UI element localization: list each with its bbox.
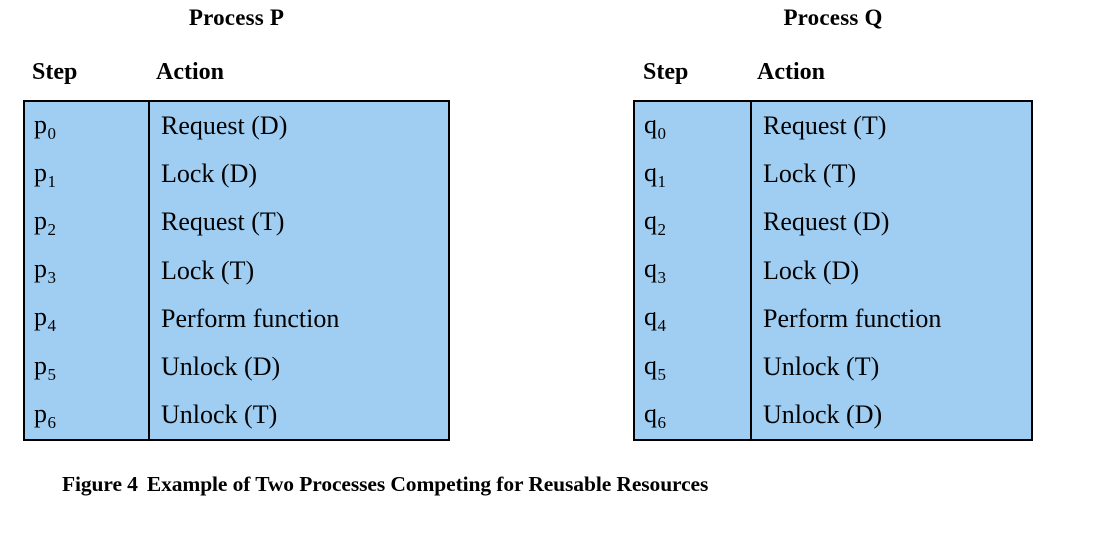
process-q-table-body: q0 Request (T) q1 Lock (T) q2 Request (D… [634, 101, 1032, 441]
step-base: p [34, 109, 47, 139]
step-base: q [644, 302, 657, 332]
step-base: p [34, 157, 47, 187]
process-p-table-body: p0 Request (D) p1 Lock (D) p2 Request (T… [24, 101, 449, 441]
step-subscript: 5 [47, 364, 57, 384]
figure-caption-label: Figure 4 [62, 472, 138, 496]
step-cell: q4 [634, 294, 752, 343]
column-header-action: Action [757, 59, 825, 85]
table-row: p6 Unlock (T) [24, 391, 449, 441]
step-base: p [34, 302, 47, 332]
action-cell: Unlock (T) [161, 400, 278, 430]
step-cell: p5 [24, 342, 150, 392]
step-base: q [644, 205, 657, 235]
step-base: p [34, 350, 47, 380]
step-cell: p4 [24, 294, 150, 343]
step-base: p [34, 205, 47, 235]
step-subscript: 2 [657, 219, 667, 239]
process-q-title: Process Q [783, 5, 883, 30]
table-row: q1 Lock (T) [634, 150, 1032, 199]
action-cell: Request (D) [763, 207, 890, 237]
step-base: q [644, 157, 657, 187]
action-cell: Lock (T) [161, 255, 255, 285]
column-header-step: Step [643, 59, 689, 85]
table-row: p2 Request (T) [24, 198, 449, 247]
step-cell: q3 [634, 246, 752, 295]
action-cell: Unlock (D) [763, 400, 883, 430]
table-row: q0 Request (T) [634, 101, 1032, 151]
step-subscript: 3 [657, 268, 667, 288]
process-p-column-headers: Step Action [23, 57, 450, 93]
table-row: q4 Perform function [634, 294, 1032, 343]
table-row: q6 Unlock (D) [634, 391, 1032, 441]
step-subscript: 6 [47, 412, 57, 432]
action-cell: Lock (D) [161, 159, 258, 189]
step-cell: p6 [24, 391, 150, 441]
step-subscript: 0 [47, 123, 57, 143]
step-cell: q5 [634, 342, 752, 392]
step-subscript: 1 [657, 171, 667, 191]
step-cell: p0 [24, 101, 150, 151]
step-subscript: 3 [47, 268, 57, 288]
step-base: q [644, 254, 657, 284]
step-base: q [644, 109, 657, 139]
action-cell: Perform function [161, 303, 340, 333]
step-subscript: 6 [657, 412, 667, 432]
step-subscript: 0 [657, 123, 667, 143]
step-subscript: 1 [47, 171, 57, 191]
step-base: p [34, 254, 47, 284]
table-row: q5 Unlock (T) [634, 342, 1032, 392]
table-row: q2 Request (D) [634, 198, 1032, 247]
process-q-table: q0 Request (T) q1 Lock (T) q2 Request (D… [633, 100, 1033, 442]
table-row: p4 Perform function [24, 294, 449, 343]
action-cell: Request (D) [161, 111, 288, 141]
action-cell: Unlock (T) [763, 352, 880, 382]
step-subscript: 5 [657, 364, 667, 384]
table-row: p0 Request (D) [24, 101, 449, 151]
step-subscript: 4 [47, 316, 57, 336]
process-q-column-headers: Step Action [633, 57, 1033, 93]
process-p-title: Process P [188, 5, 285, 30]
step-base: q [644, 350, 657, 380]
table-row: q3 Lock (D) [634, 246, 1032, 295]
table-row: p1 Lock (D) [24, 150, 449, 199]
action-cell: Request (T) [763, 111, 887, 141]
step-cell: p3 [24, 246, 150, 295]
step-subscript: 2 [47, 219, 57, 239]
step-subscript: 4 [657, 316, 667, 336]
column-header-action: Action [156, 59, 224, 85]
action-cell: Lock (D) [763, 255, 860, 285]
action-cell: Perform function [763, 303, 942, 333]
step-cell: q2 [634, 198, 752, 247]
table-row: p3 Lock (T) [24, 246, 449, 295]
column-header-step: Step [32, 59, 78, 85]
step-cell: p1 [24, 150, 150, 199]
step-base: q [644, 398, 657, 428]
figure-caption-text: Example of Two Processes Competing for R… [146, 472, 709, 496]
step-cell: q1 [634, 150, 752, 199]
process-p-table: p0 Request (D) p1 Lock (D) p2 Request (T… [23, 100, 450, 442]
action-cell: Request (T) [161, 207, 285, 237]
step-cell: p2 [24, 198, 150, 247]
figure-caption: Figure 4 Example of Two Processes Competi… [62, 470, 1042, 498]
action-cell: Lock (T) [763, 159, 857, 189]
step-cell: q0 [634, 101, 752, 151]
step-base: p [34, 398, 47, 428]
action-cell: Unlock (D) [161, 352, 281, 382]
step-cell: q6 [634, 391, 752, 441]
table-row: p5 Unlock (D) [24, 342, 449, 392]
